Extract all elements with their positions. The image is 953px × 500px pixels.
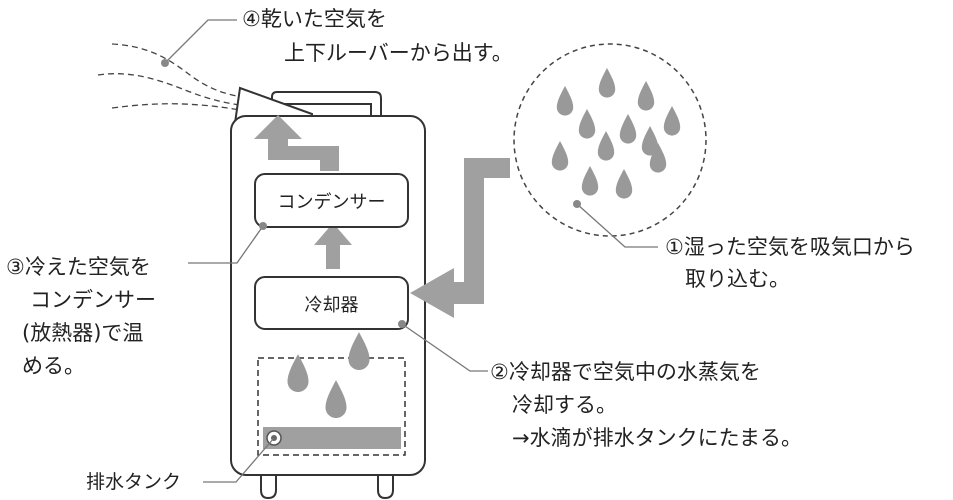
outlet-arrow-icon [254,115,339,171]
step4-line2: 上下ルーバーから出す。 [284,41,513,65]
humid-air-drops [551,68,681,199]
tank-water [263,427,401,449]
condenser-box [254,173,409,228]
water-drop-icon [598,68,616,98]
leader-dots [161,59,581,328]
dry-air-flow-lines [97,43,249,111]
unit-legs [260,472,394,500]
step2-line2: 冷却する。 [512,393,617,417]
airflow-up-arrow-icon [314,223,352,269]
step3-line2: コンデンサー [30,288,156,312]
step3-line3: (放熱器)で温 [22,321,144,345]
step2-line3: →水滴が排水タンクにたまる。 [512,426,802,450]
water-drop-icon [556,86,574,116]
water-drop-icon [615,169,633,199]
step3-line1: ③冷えた空気を [6,255,151,279]
water-drop-icon [581,166,599,196]
water-drop-icon [619,114,637,144]
step1-line2: 取り込む。 [685,267,790,291]
water-drop-icon [551,141,569,171]
inlet-arrow-icon [410,158,510,318]
tank-label: 排水タンク [86,471,182,493]
water-drop-icon [663,106,681,136]
water-drop-icon [637,81,655,111]
step3-line4: める。 [22,354,85,378]
tank-area [257,357,406,456]
leader-lines [164,19,658,483]
step4-line1: ④乾いた空気を [242,7,387,31]
water-drop-icon [597,131,615,161]
cooler-box [254,276,409,330]
humid-air-circle [513,43,707,237]
cooler-label: 冷却器 [304,295,359,316]
condenser-label: コンデンサー [277,192,386,213]
step1-line1: ①湿った空気を吸気口から [665,235,915,259]
step2-line1: ②冷却器で空気中の水蒸気を [490,360,761,384]
water-drop-icon [578,109,596,139]
